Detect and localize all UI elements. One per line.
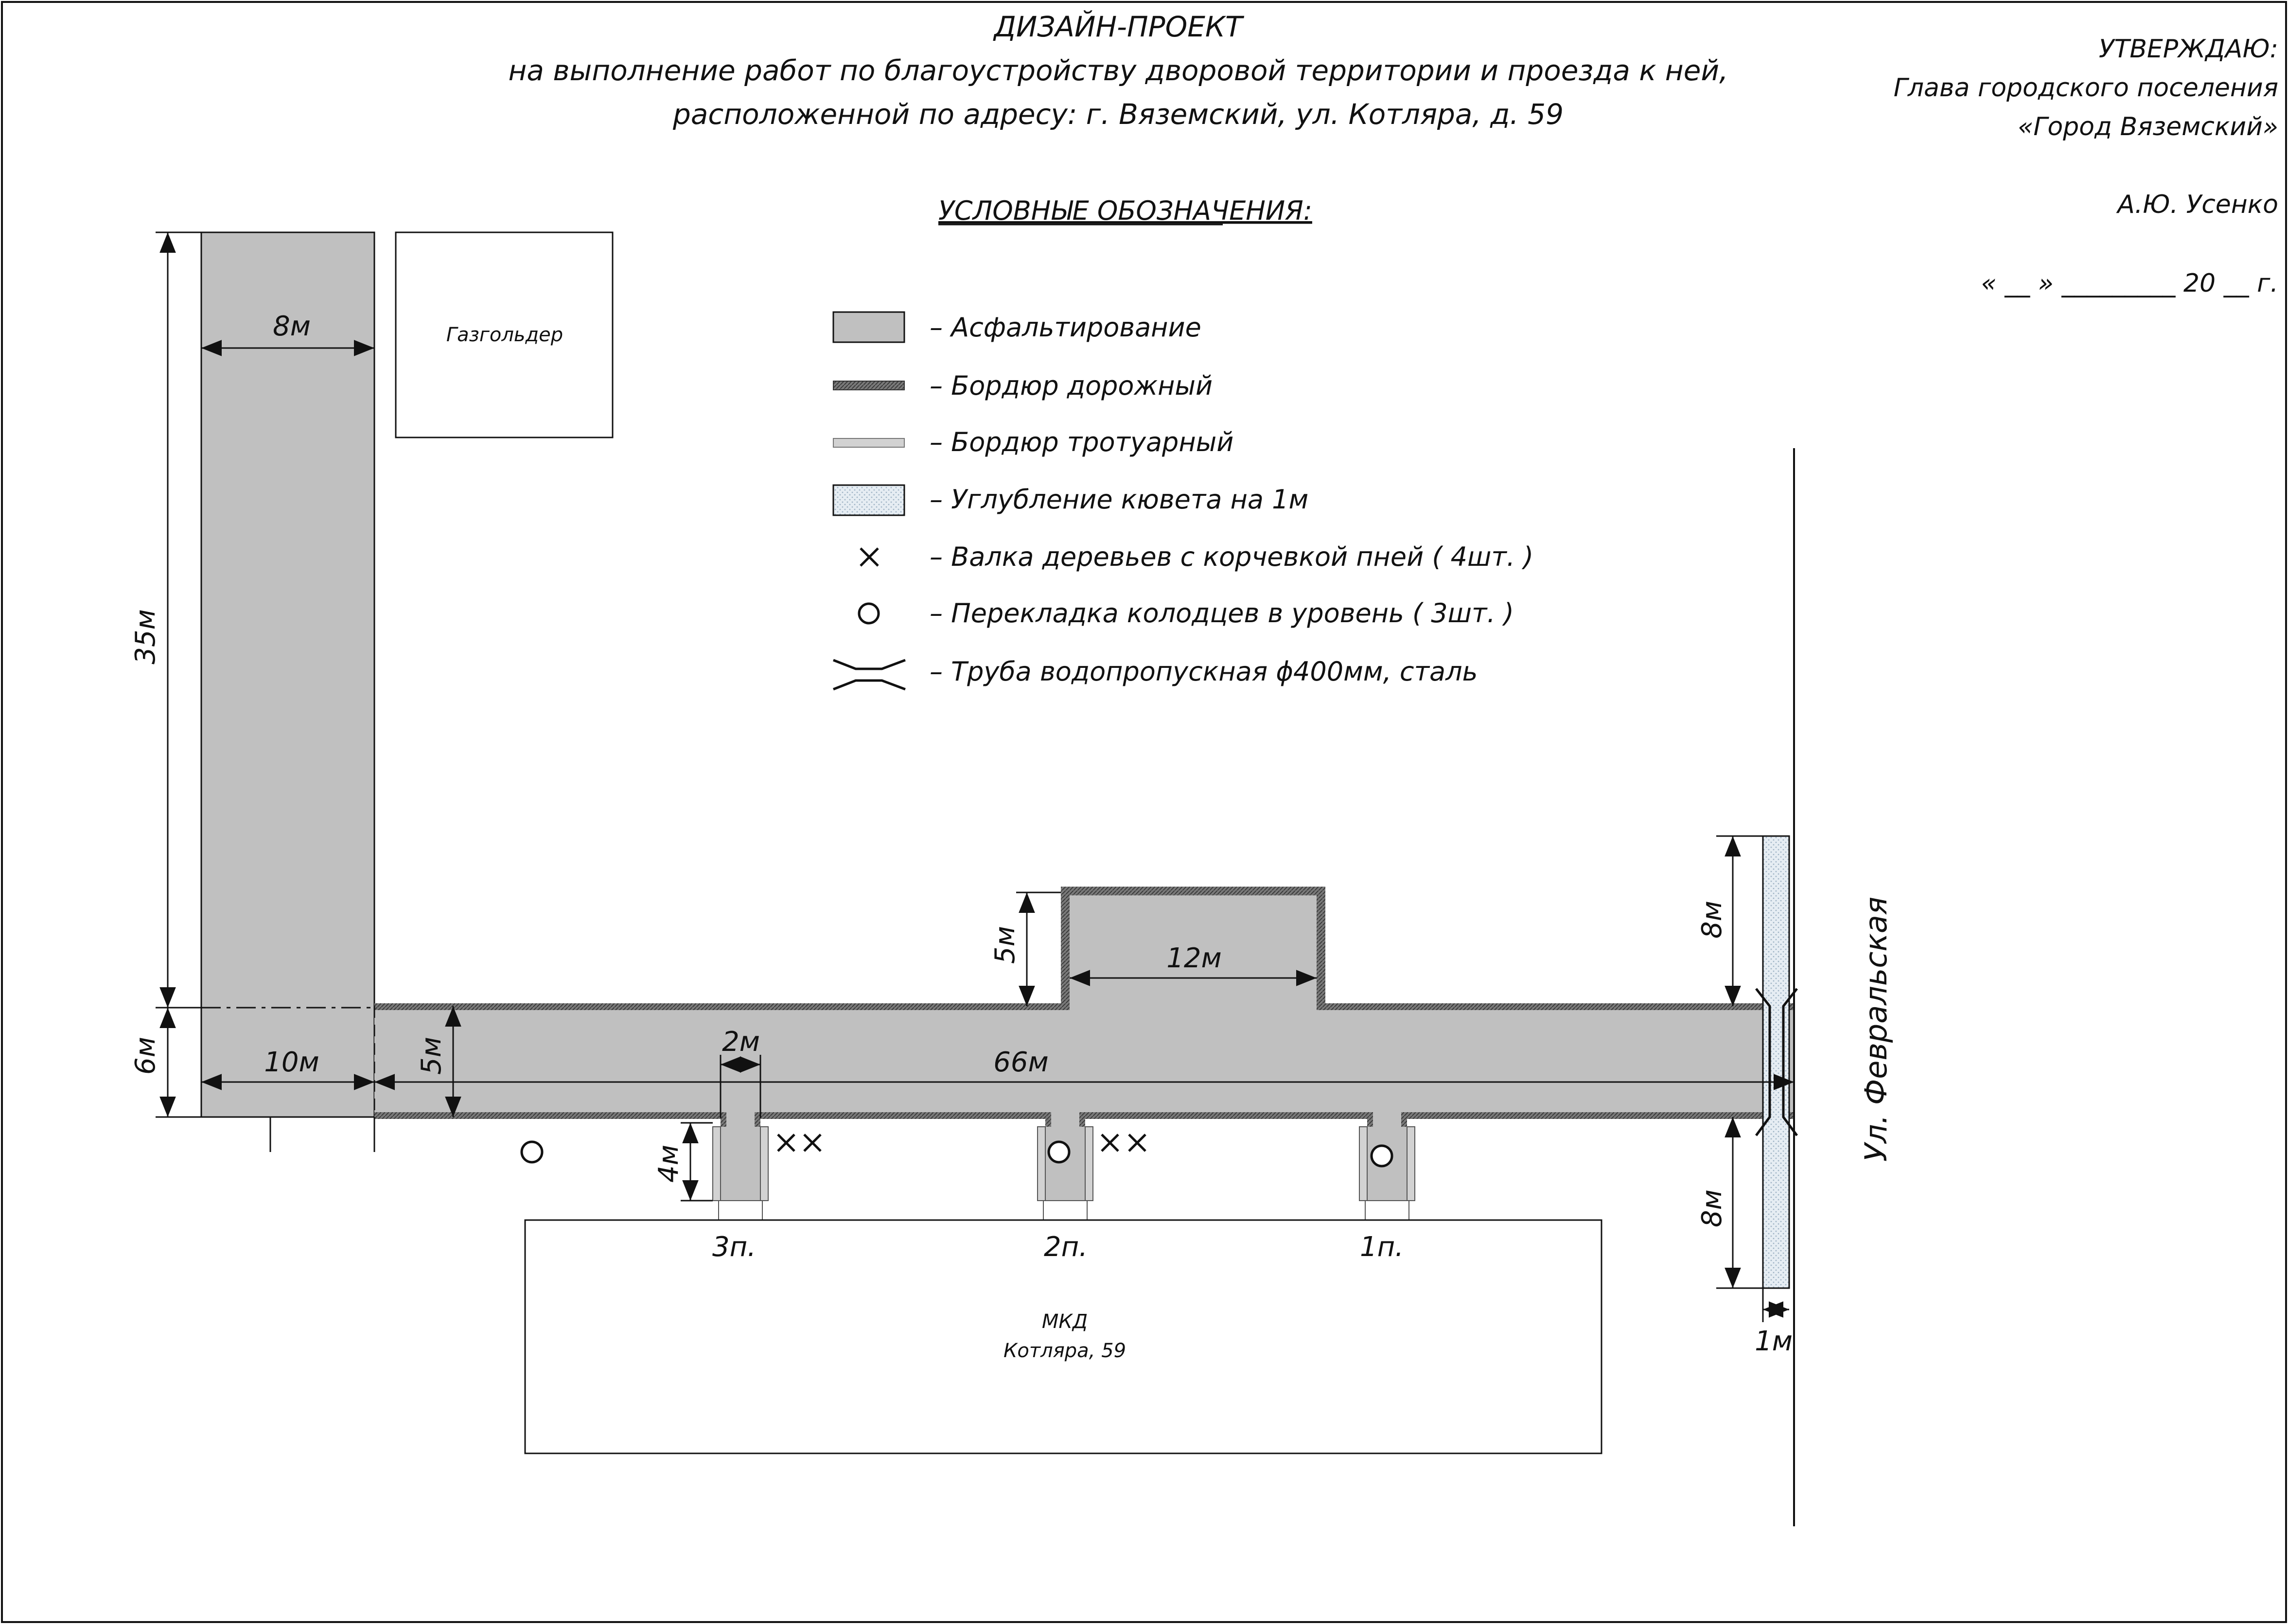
- approval-name: А.Ю. Усенко: [2116, 190, 2278, 219]
- building-label-1: МКД: [1042, 1310, 1088, 1333]
- legend-ditch-swatch: [832, 484, 905, 516]
- legend-well-icon: [858, 602, 880, 625]
- ditch-strip: [1762, 835, 1790, 1289]
- tree-removal-icon: [1101, 1134, 1119, 1152]
- entrance-path-3: [721, 1117, 760, 1201]
- dim-66m: 66м: [993, 1047, 1049, 1078]
- legend-culvert-icon: [833, 659, 906, 691]
- title-line-1: ДИЗАЙН-ПРОЕКТ: [993, 10, 1245, 43]
- dim-1m: 1м: [1755, 1326, 1793, 1357]
- legend-item-asphalt: – Асфальтирование: [930, 312, 1201, 343]
- legend-item-well: – Перекладка колодцев в уровень ( 3шт. ): [930, 598, 1514, 629]
- dim-10m: 10м: [264, 1047, 319, 1078]
- asphalt-areas: [200, 231, 1794, 1201]
- gasholder-label: Газгольдер: [446, 324, 563, 346]
- dim-4m: 4м: [653, 1145, 685, 1183]
- street-label: Ул. Февральская: [1858, 897, 1894, 1162]
- legend-asphalt-swatch: [832, 311, 905, 343]
- dim-12m: 12м: [1166, 943, 1222, 974]
- dim-8m-right-bottom: 8м: [1696, 1189, 1728, 1227]
- title-block: ДИЗАЙН-ПРОЕКТ на выполнение работ по бла…: [508, 10, 1728, 131]
- gasholder: Газгольдер: [395, 231, 614, 438]
- legend-heading: УСЛОВНЫЕ ОБОЗНАЧЕНИЯ:: [938, 195, 1312, 226]
- dim-6m: 6м: [130, 1037, 161, 1075]
- legend-road-curb-swatch: [833, 381, 905, 390]
- legend-tree-removal-icon: [860, 547, 879, 567]
- tree-removal-icon: [803, 1134, 822, 1152]
- approval-date: « __ » _________ 20 __ г.: [1981, 269, 2278, 298]
- parking-bay: [1061, 891, 1323, 1006]
- title-line-2: на выполнение работ по благоустройству д…: [508, 54, 1728, 87]
- dim-8m-top: 8м: [273, 311, 311, 342]
- main-driveway: [374, 1006, 1794, 1117]
- title-line-3: расположенной по адресу: г. Вяземский, у…: [672, 98, 1564, 131]
- entrance-label-1: 1п.: [1360, 1231, 1404, 1263]
- legend-item-ditch: – Углубление кювета на 1м: [930, 484, 1308, 515]
- legend-sidewalk-curb-swatch: [833, 438, 905, 448]
- dim-35m: 35м: [130, 609, 161, 664]
- approval-heading: УТВЕРЖДАЮ:: [2099, 35, 2278, 64]
- legend-item-sidewalk-curb: – Бордюр тротуарный: [930, 427, 1233, 457]
- dim-5m-bay: 5м: [989, 926, 1021, 964]
- dimension-lines: [156, 231, 1794, 1322]
- well-icon: [1370, 1144, 1393, 1168]
- tree-removal-icon: [1128, 1134, 1146, 1152]
- dim-5m-left: 5м: [416, 1037, 447, 1075]
- approval-position-1: Глава городского поселения: [1894, 73, 2278, 103]
- wells: [520, 1140, 1393, 1168]
- entrance-label-2: 2п.: [1044, 1231, 1088, 1263]
- building-mkd: МКД Котляра, 59 3п. 2п. 1п.: [524, 1219, 1602, 1454]
- entrance-label-3: 3п.: [712, 1231, 756, 1263]
- approval-block: УТВЕРЖДАЮ: Глава городского поселения «Г…: [1894, 35, 2278, 298]
- legend-item-road-curb: – Бордюр дорожный: [930, 370, 1213, 401]
- tree-removal-marks: [777, 1134, 1146, 1152]
- sidewalk-curbs: [712, 1126, 1415, 1221]
- dim-8m-right-top: 8м: [1696, 901, 1728, 939]
- road-curbs: [374, 887, 1794, 1127]
- tree-removal-icon: [777, 1134, 795, 1152]
- dim-2m: 2м: [722, 1026, 760, 1058]
- dimension-labels: 8м 35м 6м 10м 5м 2м 66м 4м 5м 12м 8м 8м …: [130, 311, 1793, 1357]
- vertical-driveway: [200, 231, 375, 1118]
- well-icon: [520, 1140, 544, 1164]
- culvert-icon: [1755, 988, 1798, 1136]
- building-label-2: Котляра, 59: [1003, 1340, 1126, 1362]
- legend-item-culvert: – Труба водопропускная ϕ400мм, сталь: [930, 656, 1478, 687]
- legend-item-tree-removal: – Валка деревьев с корчевкой пней ( 4шт.…: [930, 541, 1533, 572]
- legend: УСЛОВНЫЕ ОБОЗНАЧЕНИЯ: – Асфальтирование …: [832, 195, 1533, 691]
- approval-position-2: «Город Вяземский»: [2018, 112, 2278, 141]
- well-icon: [1047, 1140, 1071, 1164]
